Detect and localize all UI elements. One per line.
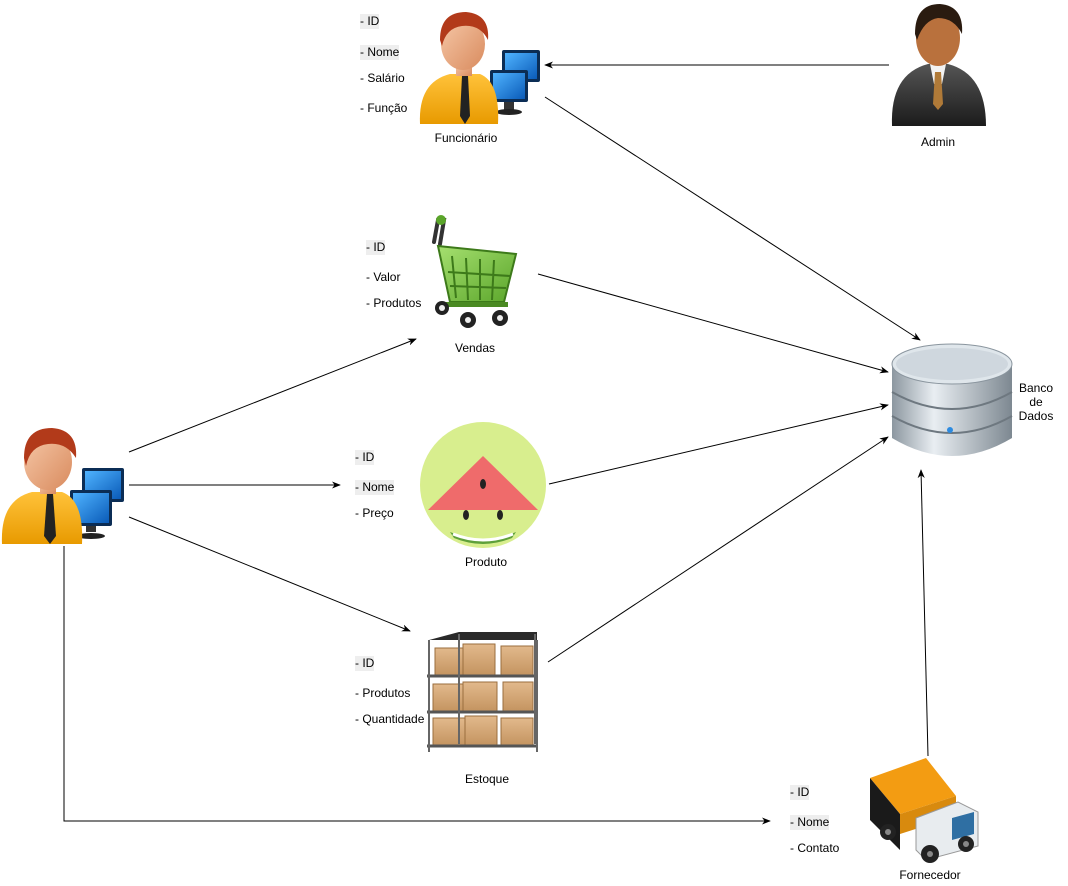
vendas-attr-produtos: - Produtos xyxy=(366,296,422,310)
delivery-truck-icon xyxy=(870,758,979,863)
produto-attr-nome: - Nome xyxy=(355,480,395,495)
funcionario-attr-funcao: - Função xyxy=(360,101,408,115)
vendas-label: Vendas xyxy=(454,341,496,355)
produto-attr-preco: - Preço xyxy=(355,506,394,520)
user-computer-icon xyxy=(1,428,124,544)
fornecedor-attr-nome: - Nome xyxy=(790,815,830,830)
produto-label: Produto xyxy=(464,555,508,569)
produto-attr-id: - ID xyxy=(355,450,375,465)
estoque-attr-quantidade: - Quantidade xyxy=(355,712,425,726)
funcionario-attr-id: - ID xyxy=(360,14,380,29)
fornecedor-label: Fornecedor xyxy=(899,868,961,882)
admin-label: Admin xyxy=(920,135,956,149)
edge-user-estoque xyxy=(128,516,411,632)
employee-computer-icon xyxy=(419,12,540,124)
edge-produto-banco xyxy=(548,403,889,485)
estoque-attr-produtos: - Produtos xyxy=(355,686,411,700)
estoque-attr-id: - ID xyxy=(355,656,375,671)
funcionario-label: Funcionário xyxy=(434,131,498,145)
fornecedor-attr-contato: - Contato xyxy=(790,841,840,855)
banco-label: Banco de Dados xyxy=(1018,381,1054,423)
edge-user-fornecedor xyxy=(63,546,771,825)
admin-person-icon xyxy=(891,4,986,126)
watermelon-icon xyxy=(420,422,546,548)
edge-fornecedor-banco xyxy=(917,469,929,757)
estoque-label: Estoque xyxy=(464,772,510,786)
database-icon xyxy=(891,343,1013,456)
edge-estoque-banco xyxy=(547,436,889,663)
vendas-attr-valor: - Valor xyxy=(366,270,401,284)
edge-funcionario-banco xyxy=(544,96,921,341)
vendas-attr-id: - ID xyxy=(366,240,386,255)
edges xyxy=(63,61,929,825)
edge-user-vendas xyxy=(128,338,417,453)
funcionario-attr-salario: - Salário xyxy=(360,71,405,85)
fornecedor-attr-id: - ID xyxy=(790,785,810,800)
warehouse-shelf-icon xyxy=(427,632,538,752)
shopping-cart-icon xyxy=(432,215,518,328)
edge-vendas-banco xyxy=(537,273,889,374)
funcionario-attr-nome: - Nome xyxy=(360,45,400,60)
